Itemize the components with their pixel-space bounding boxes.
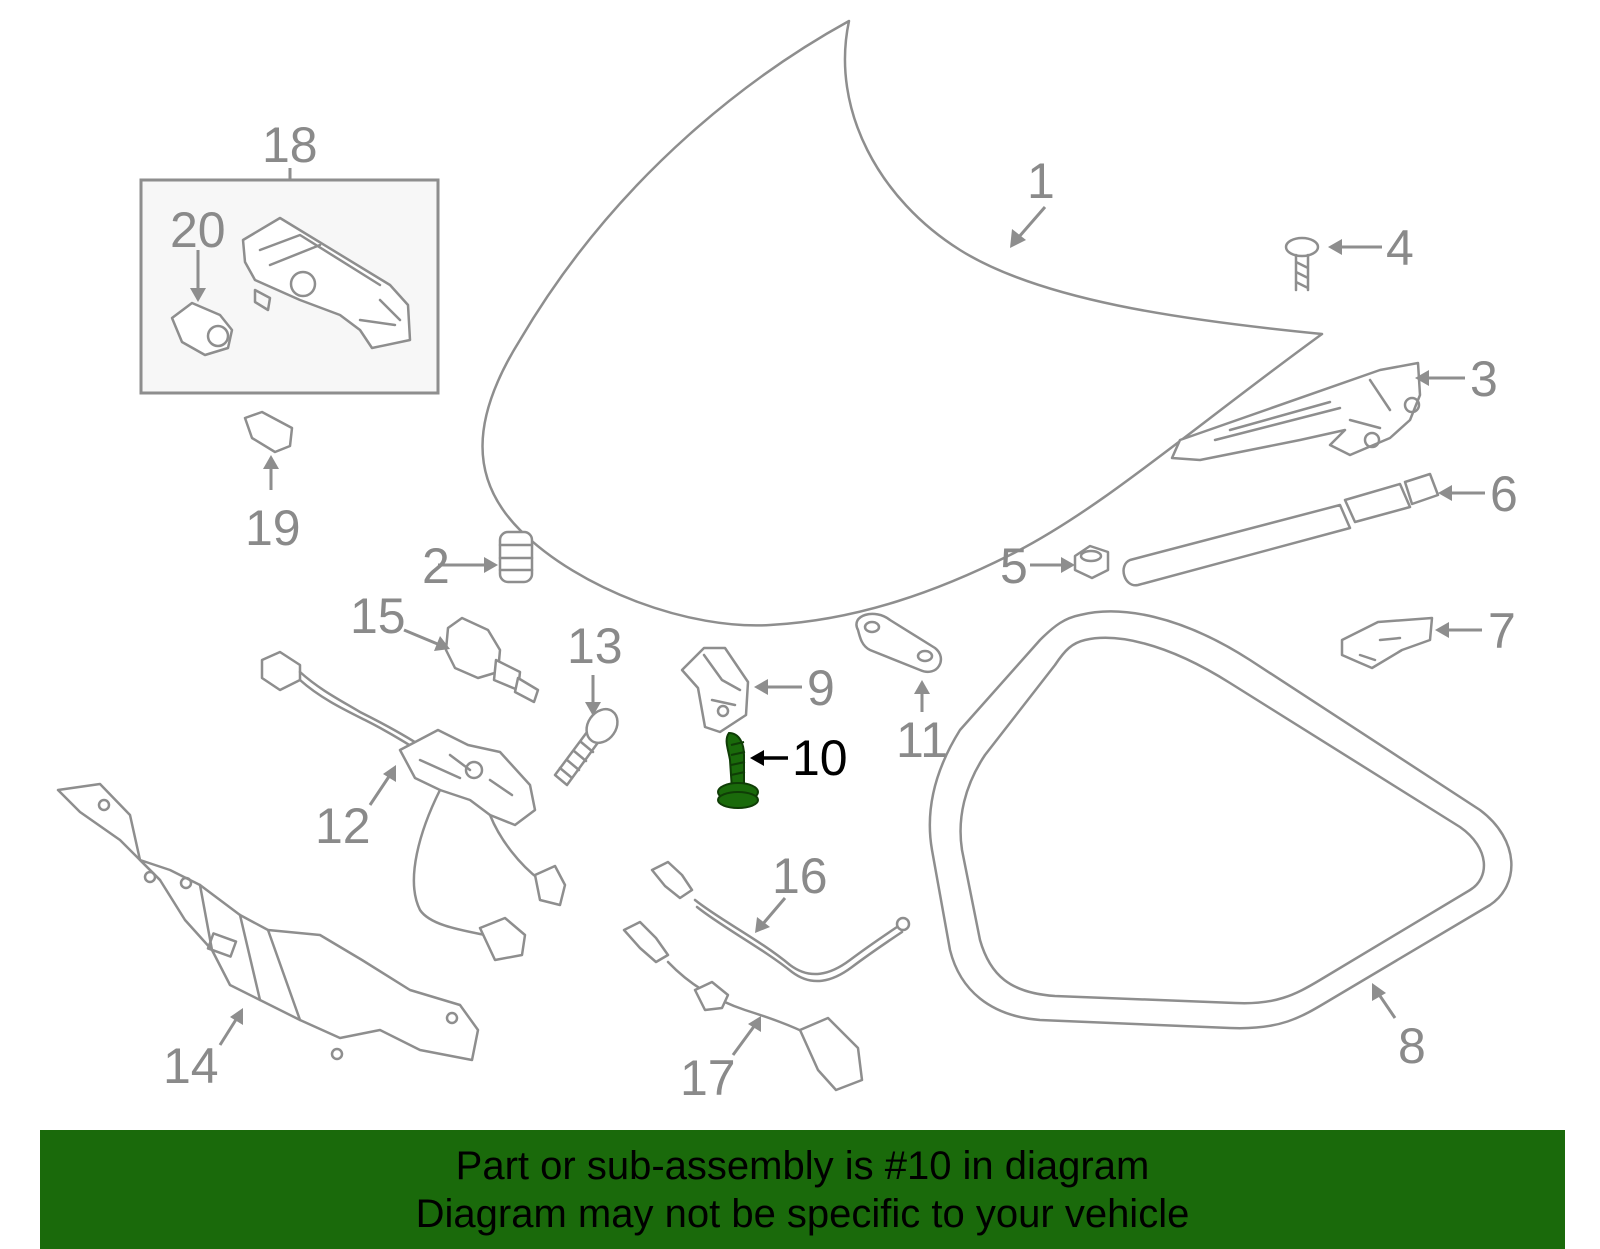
callout-15: 15: [350, 588, 406, 644]
callout-16: 16: [772, 848, 828, 904]
part-10-bolt[interactable]: [717, 731, 759, 809]
part-4-bolt[interactable]: [1284, 236, 1320, 292]
part-6-support-strut[interactable]: [1122, 472, 1440, 587]
callout-4: 4: [1386, 220, 1414, 276]
part-9-bracket[interactable]: [680, 646, 750, 734]
part-15-switch[interactable]: [444, 616, 540, 704]
part-20-switch[interactable]: [170, 301, 234, 357]
leader-lines: [190, 206, 1485, 1056]
callout-3: 3: [1470, 351, 1498, 407]
callout-13: 13: [567, 618, 623, 674]
callout-labels: 1 2 3 4 5 6 7 8 9 10 11 12 13 14 15 16 1…: [163, 117, 1518, 1106]
callout-14: 14: [163, 1038, 219, 1094]
callout-10: 10: [792, 730, 848, 786]
callout-20: 20: [170, 202, 226, 258]
part-3-hinge[interactable]: [1170, 361, 1422, 462]
part-1-hood[interactable]: [481, 19, 1324, 627]
callout-8: 8: [1398, 1018, 1426, 1074]
part-14-support[interactable]: [56, 782, 480, 1062]
callout-19: 19: [245, 500, 301, 556]
callout-5: 5: [1000, 538, 1028, 594]
callout-9: 9: [807, 660, 835, 716]
part-19-clip[interactable]: [243, 410, 294, 454]
info-banner: Part or sub-assembly is #10 in diagram D…: [40, 1130, 1565, 1249]
callout-18: 18: [262, 117, 318, 173]
part-17-harness[interactable]: [622, 920, 864, 1092]
part-11-pad[interactable]: [855, 612, 942, 674]
part-18-assembly-box[interactable]: [139, 168, 440, 395]
callout-12: 12: [315, 798, 371, 854]
part-8-seal[interactable]: [928, 610, 1513, 1030]
part-5-nut[interactable]: [1073, 544, 1110, 580]
part-16-cable[interactable]: [650, 860, 911, 983]
callout-2: 2: [422, 538, 450, 594]
part-7-bracket[interactable]: [1340, 616, 1434, 670]
callout-17: 17: [680, 1050, 736, 1106]
callout-7: 7: [1488, 603, 1516, 659]
part-12-latch[interactable]: [260, 650, 567, 962]
callout-6: 6: [1490, 466, 1518, 522]
banner-line-2: Diagram may not be specific to your vehi…: [415, 1191, 1190, 1236]
banner-line-1: Part or sub-assembly is #10 in diagram: [455, 1143, 1150, 1188]
part-2-bumper[interactable]: [498, 530, 534, 584]
part-13-bolt[interactable]: [553, 703, 624, 787]
callout-1: 1: [1027, 153, 1055, 209]
callout-11: 11: [896, 712, 948, 768]
